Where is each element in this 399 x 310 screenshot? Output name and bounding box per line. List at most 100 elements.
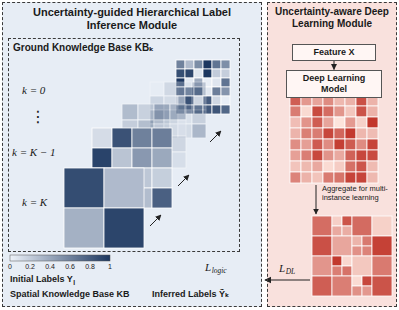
annotation: L: [279, 262, 285, 275]
grid-cell: [352, 276, 362, 286]
grid-cell: [132, 128, 152, 148]
grid-cell: [170, 104, 186, 120]
stack-arrow: [178, 175, 189, 186]
grid-cell: [212, 96, 221, 105]
grid-cell: [362, 246, 372, 256]
label-grid: [122, 104, 186, 168]
process-box: Feature X: [292, 44, 376, 61]
grid-cell: [312, 236, 332, 256]
grid-cell: [290, 150, 301, 161]
grid-cell: [345, 128, 356, 139]
grid-cell: [152, 168, 172, 188]
grid-cell: [64, 208, 104, 248]
grid-cell: [323, 172, 334, 183]
grid-cell: [332, 276, 352, 296]
grid-cell: [372, 236, 392, 256]
module-panel: Feature XDeep Learning ModelUncertainty-…: [267, 2, 397, 307]
grid-cell: [367, 150, 378, 161]
grid-cell: [367, 106, 378, 117]
grid-cell: [334, 172, 345, 183]
grid-cell: [342, 226, 352, 236]
grid-cell: [352, 286, 362, 296]
grid-cell: [301, 139, 312, 150]
grid-cell: [154, 104, 170, 120]
grid-cell: [290, 139, 301, 150]
grid-cell: [367, 161, 378, 172]
grid-cell: [192, 110, 206, 124]
grid-cell: [221, 60, 230, 69]
grid-cell: [176, 60, 185, 69]
grid-cell: [312, 150, 323, 161]
tick-label: 0.2: [25, 263, 35, 271]
grid-cell: [332, 236, 352, 256]
grid-cell: [323, 161, 334, 172]
grid-cell: [334, 106, 345, 117]
grid-cell: [221, 69, 230, 78]
grid-cell: [152, 128, 172, 148]
heatmap-grid: [290, 95, 378, 183]
knowledge-base-box: Ground Knowledge Base KBₖ: [8, 38, 240, 252]
grid-cell: [185, 69, 194, 78]
grid-cell: [176, 69, 185, 78]
grid-cell: [342, 216, 352, 226]
grid-cell: [301, 128, 312, 139]
annotation: k = 0: [22, 84, 45, 97]
grid-cell: [367, 139, 378, 150]
annotation: k = K − 1: [12, 146, 56, 159]
grid-cell: [194, 69, 203, 78]
grid-cell: [132, 148, 152, 168]
grid-cell: [367, 128, 378, 139]
grid-cell: [367, 172, 378, 183]
grid-cell: [290, 117, 301, 128]
tick-label: 0.8: [85, 263, 95, 271]
grid-cell: [372, 276, 392, 296]
grid-cell: [290, 128, 301, 139]
grid-cell: [345, 150, 356, 161]
grid-cell: [301, 106, 312, 117]
panel-title: Uncertainty-guided Hierarchical Label In…: [3, 6, 261, 32]
annotation: ⋮: [30, 108, 46, 126]
grid-cell: [138, 104, 154, 120]
grid-cell: [301, 172, 312, 183]
grid-cell: [356, 172, 367, 183]
panel-ground: [267, 2, 397, 307]
grid-cell: [356, 117, 367, 128]
grid-cell: [290, 172, 301, 183]
grid-cell: [312, 139, 323, 150]
stack-arrow: [210, 131, 221, 142]
grid-cell: [152, 188, 172, 208]
subscript: DL: [286, 268, 296, 277]
grid-cell: [92, 148, 112, 168]
grid-cell: [345, 106, 356, 117]
grid-cell: [334, 161, 345, 172]
grid-cell: [312, 172, 323, 183]
grid-cell: [185, 60, 194, 69]
colorbar: [10, 255, 110, 261]
grid-cell: [372, 256, 392, 276]
grid-stack: [64, 60, 392, 296]
grid-cell: [301, 161, 312, 172]
grid-cell: [356, 139, 367, 150]
box-label: Deep Learning Model: [290, 73, 378, 95]
grid-cell: [367, 117, 378, 128]
grid-cell: [150, 82, 164, 96]
grid-cell: [323, 117, 334, 128]
annotation: k = K: [22, 196, 47, 209]
grid-cell: [221, 87, 230, 96]
grid-cell: [290, 161, 301, 172]
subscript: logic: [212, 267, 227, 276]
grid-cell: [356, 106, 367, 117]
grid-cell: [352, 216, 372, 236]
grid-cell: [221, 96, 230, 105]
annotation: Spatial Knowledge Base KB: [10, 289, 130, 299]
subscript: I: [73, 279, 75, 286]
grid-cell: [362, 276, 372, 286]
grid-cell: [356, 161, 367, 172]
grid-cell: [152, 148, 172, 168]
grid-cell: [312, 256, 332, 276]
grid-cell: [362, 236, 372, 246]
grid-cell: [372, 216, 392, 236]
grid-cell: [345, 172, 356, 183]
grid-cell: [312, 216, 332, 236]
